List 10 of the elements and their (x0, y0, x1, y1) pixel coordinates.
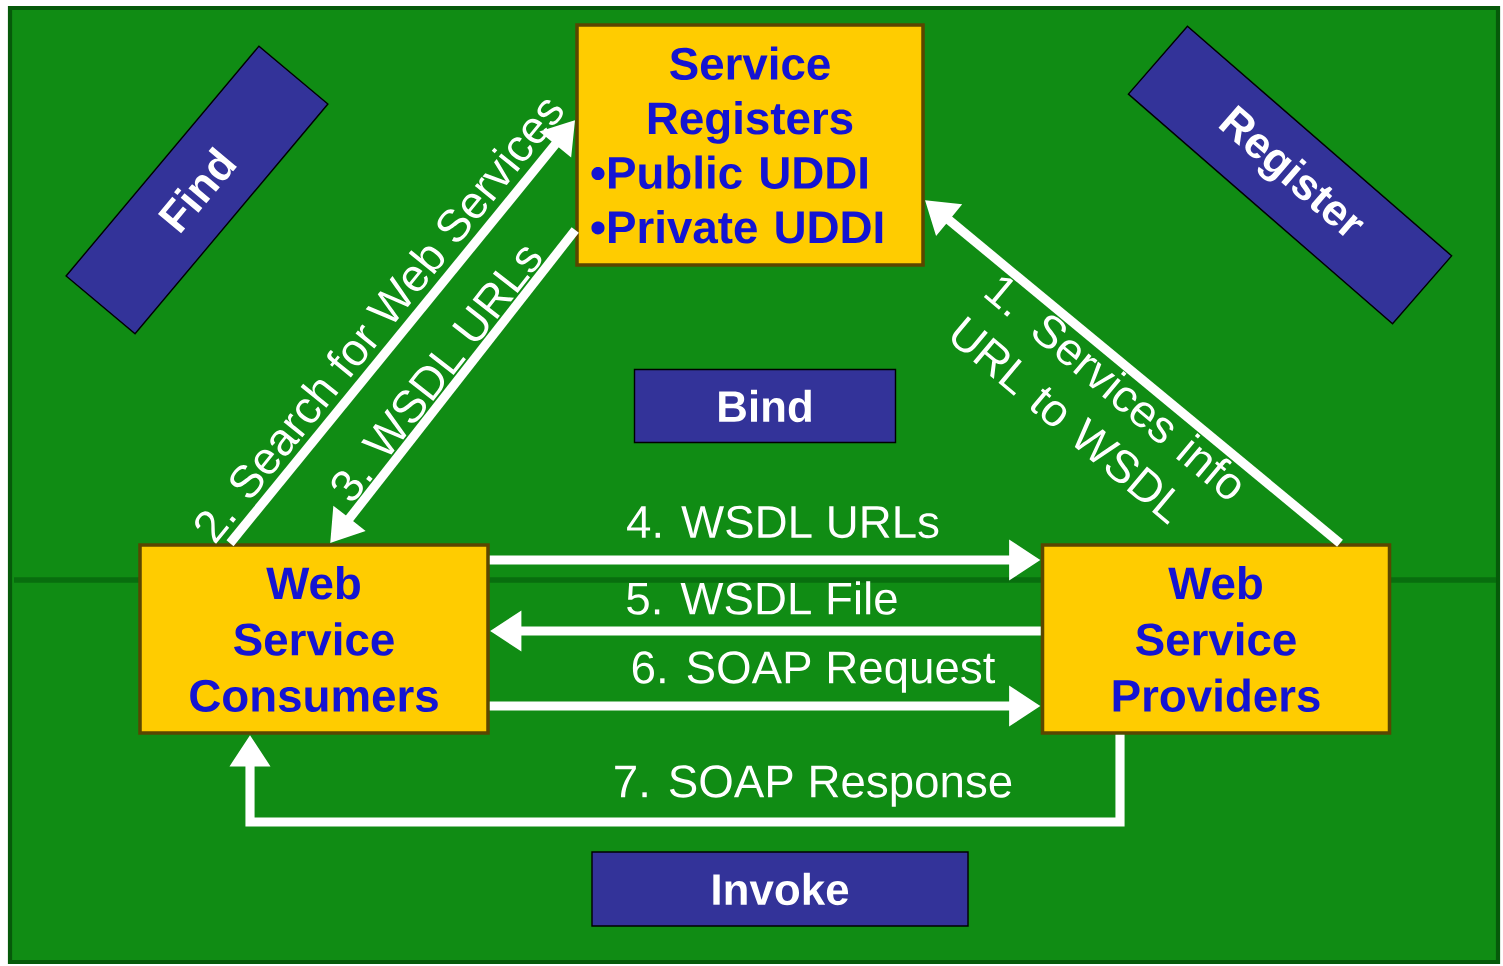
service-box: Web Service Providers (1040, 543, 1392, 735)
label-bar: Invoke (591, 851, 969, 927)
edge-label: 7. SOAP Response (615, 765, 1012, 807)
edge-label: 4. WSDL URLs (627, 505, 939, 539)
service-box: Web Service Consumers (138, 543, 490, 735)
label-bar: Bind (633, 368, 897, 444)
edge-label: 6. SOAP Request (632, 651, 996, 693)
edge-label: 5. WSDL File (627, 581, 897, 615)
registry-box: Service Registers •Public UDDI •Private UDDI (575, 23, 925, 267)
arrow (229, 734, 1125, 827)
